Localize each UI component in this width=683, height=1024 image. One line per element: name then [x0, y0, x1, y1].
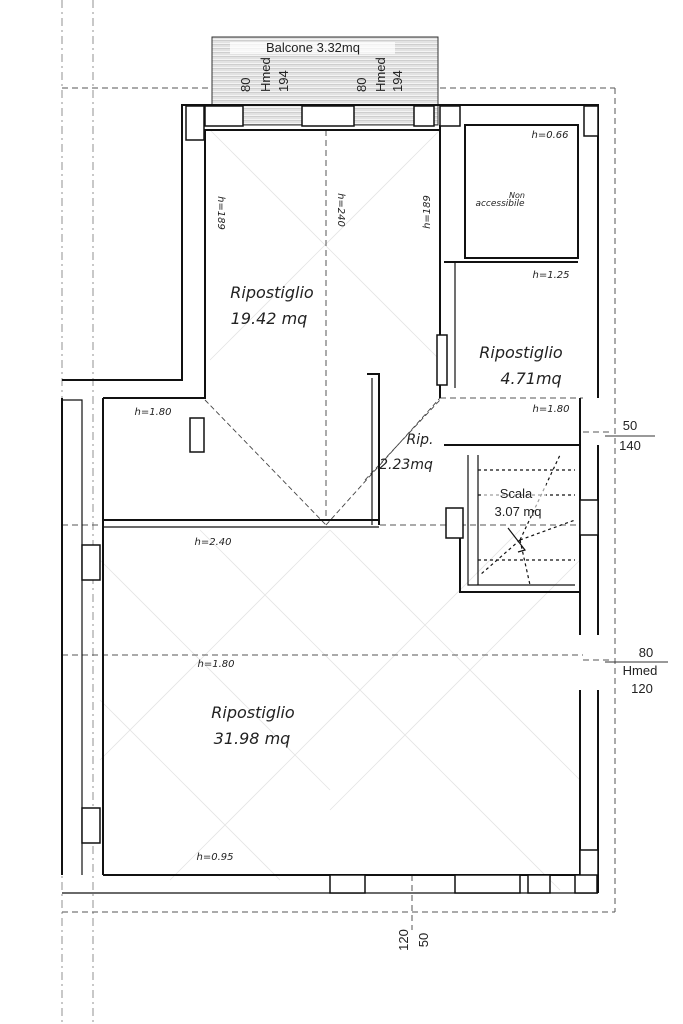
walls: [61, 104, 599, 894]
dim-right-upper-bottom: 140: [619, 438, 641, 453]
room-labels: Ripostiglio 19.42 mq Ripostiglio 4.71mq …: [211, 191, 563, 748]
svg-text:Hmed: Hmed: [373, 57, 388, 92]
height-189-left: h=189: [215, 196, 226, 230]
dimension-labels: 50 140 80 Hmed 120 120 50: [396, 418, 668, 951]
dim-right-lower-mid: Hmed: [623, 663, 658, 678]
height-2-40-corridor: h=2.40: [195, 537, 232, 548]
background-grid: [99, 129, 581, 891]
dim-bottom-left: 120: [396, 929, 411, 951]
height-1-80-right: h=1.80: [533, 404, 570, 415]
stair-label: Scala: [500, 486, 533, 501]
height-1-25: h=1.25: [533, 270, 570, 281]
room-area-large: 31.98 mq: [214, 729, 291, 748]
room-name-large: Ripostiglio: [211, 703, 295, 722]
svg-text:194: 194: [276, 70, 291, 92]
height-0-66: h=0.66: [532, 130, 569, 141]
height-1-80-large: h=1.80: [198, 659, 235, 670]
dim-bottom-right: 50: [416, 933, 431, 947]
svg-text:194: 194: [390, 70, 405, 92]
height-189-right: h=189: [422, 195, 433, 229]
room-name-small: Ripostiglio: [479, 343, 563, 362]
room-name-main: Ripostiglio: [230, 283, 314, 302]
stair-area: 3.07 mq: [495, 504, 542, 519]
room-name-rip: Rip.: [407, 432, 434, 448]
svg-text:80: 80: [238, 78, 253, 92]
balcony-label: Balcone 3.32mq: [266, 40, 360, 55]
dim-right-lower-bottom: 120: [631, 681, 653, 696]
height-0-95: h=0.95: [197, 852, 234, 863]
dim-right-upper-top: 50: [623, 418, 637, 433]
height-1-80-left: h=1.80: [135, 407, 172, 418]
room-area-rip: 2.23mq: [379, 457, 433, 473]
svg-text:Hmed: Hmed: [258, 57, 273, 92]
height-240-center: h=240: [335, 193, 346, 227]
non-access-line2: accessibile: [475, 199, 525, 209]
non-access-line1: Non: [509, 191, 525, 200]
stair: Scala 3.07 mq: [445, 454, 576, 586]
balcony: Balcone 3.32mq 80 Hmed 194 80 Hmed 194: [211, 36, 439, 126]
height-labels: h=0.66 h=1.25 h=1.80 h=1.80 h=2.40 h=1.8…: [135, 130, 570, 863]
svg-text:80: 80: [354, 78, 369, 92]
windows: [81, 105, 599, 894]
room-area-main: 19.42 mq: [231, 309, 308, 328]
room-area-small: 4.71mq: [500, 369, 561, 388]
dim-right-lower-top: 80: [639, 645, 653, 660]
